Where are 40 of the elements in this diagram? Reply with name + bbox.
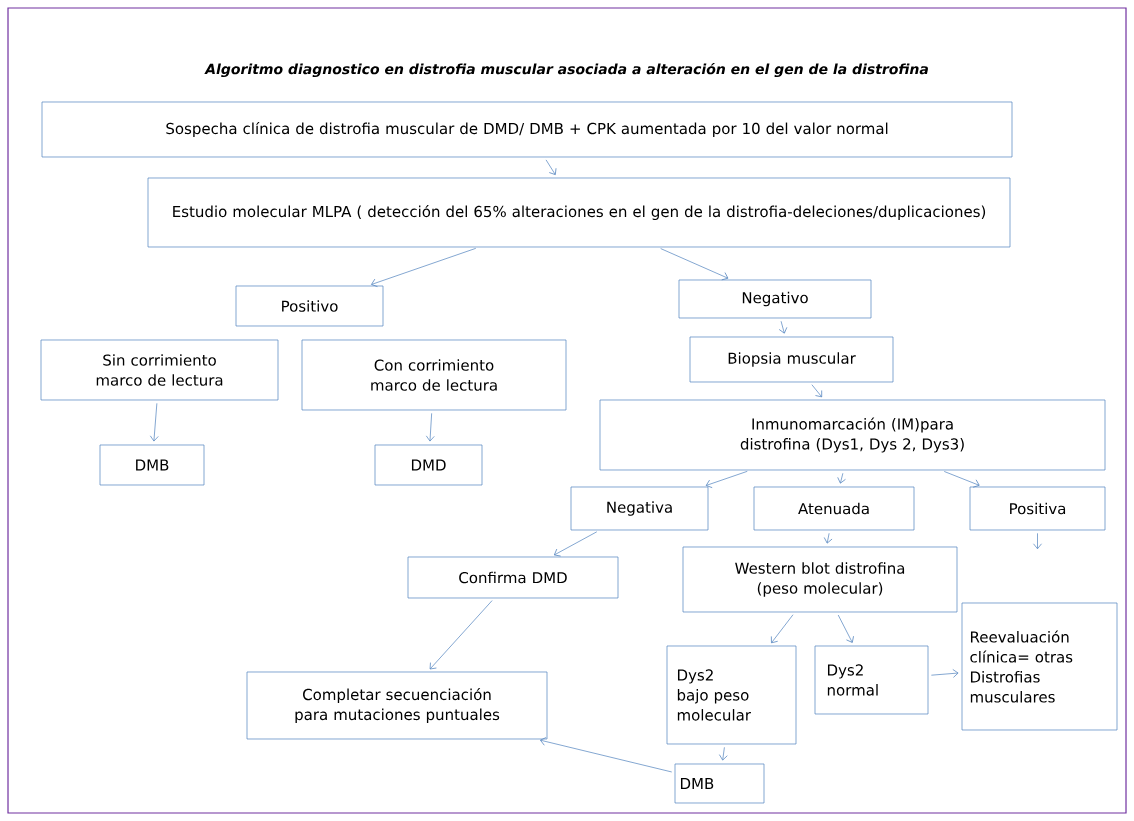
arrow [540, 737, 673, 773]
process-box: Positivo [235, 285, 384, 327]
arrow [778, 320, 788, 334]
arrow [149, 403, 159, 442]
arrow [837, 472, 846, 484]
process-box: Negativo [678, 279, 872, 319]
arrow [837, 614, 854, 643]
arrow [719, 746, 728, 761]
arrow [554, 531, 598, 557]
process-box: Reevaluación clínica= otras Distrofias musculares [961, 602, 1118, 731]
process-box: Inmunomarcación (IM)para distrofina (Dys1, Dys 2, Dys3) [599, 399, 1106, 471]
arrow [545, 159, 557, 175]
process-box: Sospecha clínica de distrofia muscular de DMD/ DMB + CPK aumentada por 10 del valor normal [41, 101, 1013, 158]
process-box: Biopsia muscular [689, 336, 894, 383]
arrow [771, 614, 794, 644]
arrow [429, 600, 493, 670]
process-box: Estudio molecular MLPA ( detección del 65% alteraciones en el gen de la distrofia-deleciones/duplicaciones) [147, 177, 1011, 248]
title: Algoritmo diagnostico en distrofia muscular asociada a alteración en el gen de la distrofina [204, 62, 928, 78]
process-box: DMB [674, 763, 765, 804]
process-box: Confirma DMD [407, 556, 619, 599]
process-box: DMD [374, 444, 483, 486]
process-box: Completar secuenciación para mutaciones puntuales [246, 671, 548, 740]
process-box: Dys2 normal [814, 645, 929, 715]
process-box: Negativa [570, 486, 709, 531]
process-box: Western blot distrofina (peso molecular) [682, 546, 958, 613]
process-box: DMB [99, 444, 205, 486]
arrow [660, 248, 729, 281]
process-box: Atenuada [753, 486, 915, 531]
arrow [705, 470, 748, 488]
arrow [425, 413, 435, 442]
arrow [943, 471, 980, 488]
process-box: Dys2 bajo peso molecular [666, 645, 797, 745]
arrow [371, 248, 477, 287]
arrow [1033, 533, 1042, 550]
arrow [931, 669, 959, 678]
arrow [811, 384, 823, 398]
process-box: Con corrimiento marco de lectura [301, 339, 567, 411]
process-box: Sin corrimiento marco de lectura [40, 339, 279, 401]
arrow [823, 532, 833, 544]
process-box: Positiva [969, 486, 1106, 531]
